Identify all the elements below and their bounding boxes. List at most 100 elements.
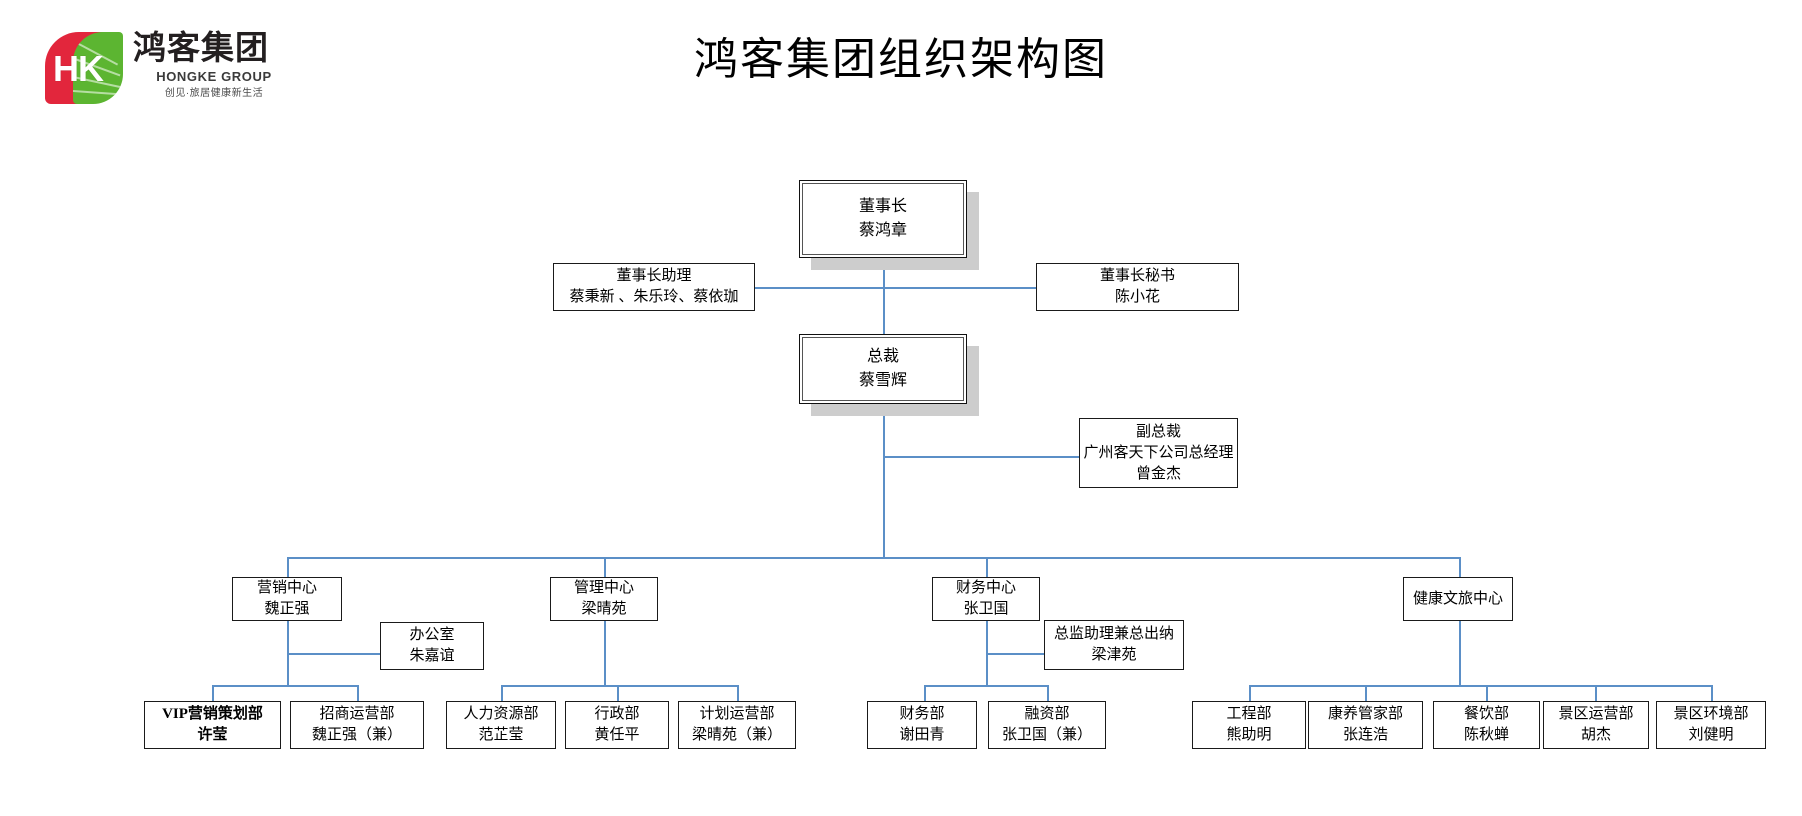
node-chairman-title: 董事长	[858, 198, 907, 215]
node-health-center[interactable]: 健康文旅中心	[1403, 577, 1513, 621]
node-dept-admin-title: 行政部	[594, 706, 640, 722]
node-chair-secretary[interactable]: 董事长秘书 陈小花	[1036, 263, 1239, 311]
connector-drop-dept-wellness	[1365, 685, 1367, 701]
connector-mgmt-spine	[604, 620, 606, 685]
node-marketing-center[interactable]: 营销中心 魏正强	[232, 577, 342, 621]
node-dept-finance-person: 谢田青	[899, 727, 945, 743]
node-dept-funding[interactable]: 融资部 张卫国（兼）	[988, 701, 1106, 749]
node-mgmt-center-title: 管理中心	[573, 580, 634, 596]
node-dept-wellness-person: 张连浩	[1342, 727, 1388, 743]
node-mgmt-center[interactable]: 管理中心 梁晴苑	[550, 577, 658, 621]
connector-drop-dept-admin	[617, 685, 619, 701]
node-president-title: 总裁	[866, 348, 899, 365]
node-marketing-center-person: 魏正强	[264, 601, 310, 617]
connector-drop-dept-engineering	[1249, 685, 1251, 701]
node-vice-president[interactable]: 副总裁 广州客天下公司总经理 曾金杰	[1079, 418, 1238, 488]
node-dept-vip[interactable]: VIP营销策划部 许莹	[144, 701, 281, 749]
node-mgmt-center-person: 梁晴苑	[581, 601, 627, 617]
node-dept-wellness[interactable]: 康养管家部 张连浩	[1308, 701, 1423, 749]
node-president[interactable]: 总裁 蔡雪辉	[799, 334, 967, 404]
connector-chairman-to-president	[883, 259, 885, 334]
connector-drop-dept-scenic-env	[1711, 685, 1713, 701]
node-dept-wellness-title: 康养管家部	[1327, 706, 1403, 722]
logo-company-name-cn: 鸿客集团	[133, 29, 269, 66]
node-finance-assistant-person: 梁津苑	[1091, 647, 1137, 663]
node-marketing-center-title: 营销中心	[256, 580, 317, 596]
logo-company-name-en: HONGKE GROUP	[156, 69, 272, 84]
node-finance-center-person: 张卫国	[963, 601, 1009, 617]
node-dept-catering[interactable]: 餐饮部 陈秋蝉	[1433, 701, 1540, 749]
connector-drop-dept-catering	[1486, 685, 1488, 701]
connector-drop-dept-scenic-ops	[1595, 685, 1597, 701]
connector-centers-bus	[287, 557, 1459, 559]
node-dept-scenic-env-title: 景区环境部	[1673, 706, 1749, 722]
connector-staff-row	[755, 287, 1045, 289]
node-dept-admin[interactable]: 行政部 黄任平	[565, 701, 669, 749]
node-dept-scenic-ops-title: 景区运营部	[1558, 706, 1634, 722]
connector-marketing-spine	[287, 620, 289, 685]
connector-drop-dept-hr	[501, 685, 503, 701]
node-chair-secretary-person: 陈小花	[1114, 289, 1160, 305]
connector-finance-to-asst	[986, 653, 1044, 655]
connector-drop-dept-funding	[1047, 685, 1049, 701]
node-finance-center[interactable]: 财务中心 张卫国	[932, 577, 1040, 621]
connector-president-to-vice-president	[883, 456, 1079, 458]
node-dept-funding-title: 融资部	[1024, 706, 1070, 722]
node-dept-vip-person: 许莹	[197, 727, 228, 743]
node-dept-catering-title: 餐饮部	[1463, 706, 1509, 722]
connector-marketing-dept-bus	[212, 685, 358, 687]
connector-mgmt-dept-bus	[501, 685, 738, 687]
node-finance-assistant[interactable]: 总监助理兼总出纳 梁津苑	[1044, 620, 1184, 670]
connector-drop-marketing-center	[287, 557, 289, 577]
node-chair-assistant-title: 董事长助理	[616, 268, 692, 284]
node-dept-scenic-env[interactable]: 景区环境部 刘健明	[1656, 701, 1766, 749]
node-chair-assistant-person: 蔡秉新 、朱乐玲、蔡依珈	[569, 289, 739, 305]
node-dept-finance-title: 财务部	[899, 706, 945, 722]
node-dept-planning-title: 计划运营部	[699, 706, 775, 722]
node-chairman-person: 蔡鸿章	[858, 222, 907, 239]
node-dept-engineering[interactable]: 工程部 熊助明	[1192, 701, 1306, 749]
node-chair-secretary-title: 董事长秘书	[1099, 268, 1175, 284]
logo-mark-icon: HK	[45, 32, 123, 104]
node-health-center-title: 健康文旅中心	[1412, 590, 1503, 607]
node-dept-hr[interactable]: 人力资源部 范芷莹	[446, 701, 556, 749]
connector-drop-health-center	[1459, 557, 1461, 577]
node-finance-center-title: 财务中心	[955, 580, 1016, 596]
node-dept-vip-title: VIP营销策划部	[162, 706, 263, 722]
node-dept-admin-person: 黄任平	[594, 727, 640, 743]
page-title: 鸿客集团组织架构图	[694, 35, 1108, 84]
node-dept-engineering-title: 工程部	[1226, 706, 1272, 722]
node-dept-catering-person: 陈秋蝉	[1463, 727, 1509, 743]
connector-drop-finance-center	[986, 557, 988, 577]
logo-wordmark: 鸿客集团 HONGKE GROUP 创见·旅居健康新生活	[133, 28, 323, 102]
node-office[interactable]: 办公室 朱嘉谊	[380, 622, 484, 670]
node-president-person: 蔡雪辉	[858, 372, 907, 389]
connector-health-spine	[1459, 620, 1461, 685]
connector-drop-mgmt-center	[604, 557, 606, 577]
node-office-title: 办公室	[409, 627, 455, 643]
node-chair-assistant[interactable]: 董事长助理 蔡秉新 、朱乐玲、蔡依珈	[553, 263, 755, 311]
node-dept-finance[interactable]: 财务部 谢田青	[867, 701, 977, 749]
logo-green-leaf-icon	[73, 32, 123, 104]
logo-slogan: 创见·旅居健康新生活	[164, 88, 264, 99]
connector-drop-dept-invest	[357, 685, 359, 701]
node-dept-scenic-ops-person: 胡杰	[1580, 727, 1611, 743]
node-dept-hr-title: 人力资源部	[463, 706, 539, 722]
connector-health-dept-bus	[1249, 685, 1711, 687]
node-dept-invest-person: 魏正强（兼）	[311, 727, 402, 743]
node-dept-invest[interactable]: 招商运营部 魏正强（兼）	[290, 701, 424, 749]
connector-finance-dept-bus	[924, 685, 1048, 687]
node-dept-scenic-ops[interactable]: 景区运营部 胡杰	[1543, 701, 1649, 749]
connector-drop-dept-vip	[212, 685, 214, 701]
connector-president-spine	[883, 403, 885, 559]
node-vice-president-person: 曾金杰	[1135, 465, 1181, 482]
connector-marketing-to-office	[287, 653, 380, 655]
node-dept-invest-title: 招商运营部	[319, 706, 395, 722]
node-vice-president-title: 副总裁	[1135, 423, 1181, 440]
node-dept-planning[interactable]: 计划运营部 梁晴苑（兼）	[678, 701, 796, 749]
node-dept-funding-person: 张卫国（兼）	[1001, 727, 1092, 743]
company-logo: HK 鸿客集团 HONGKE GROUP 创见·旅居健康新生活	[45, 28, 325, 118]
node-chairman[interactable]: 董事长 蔡鸿章	[799, 180, 967, 258]
node-finance-assistant-title: 总监助理兼总出纳	[1053, 626, 1174, 642]
